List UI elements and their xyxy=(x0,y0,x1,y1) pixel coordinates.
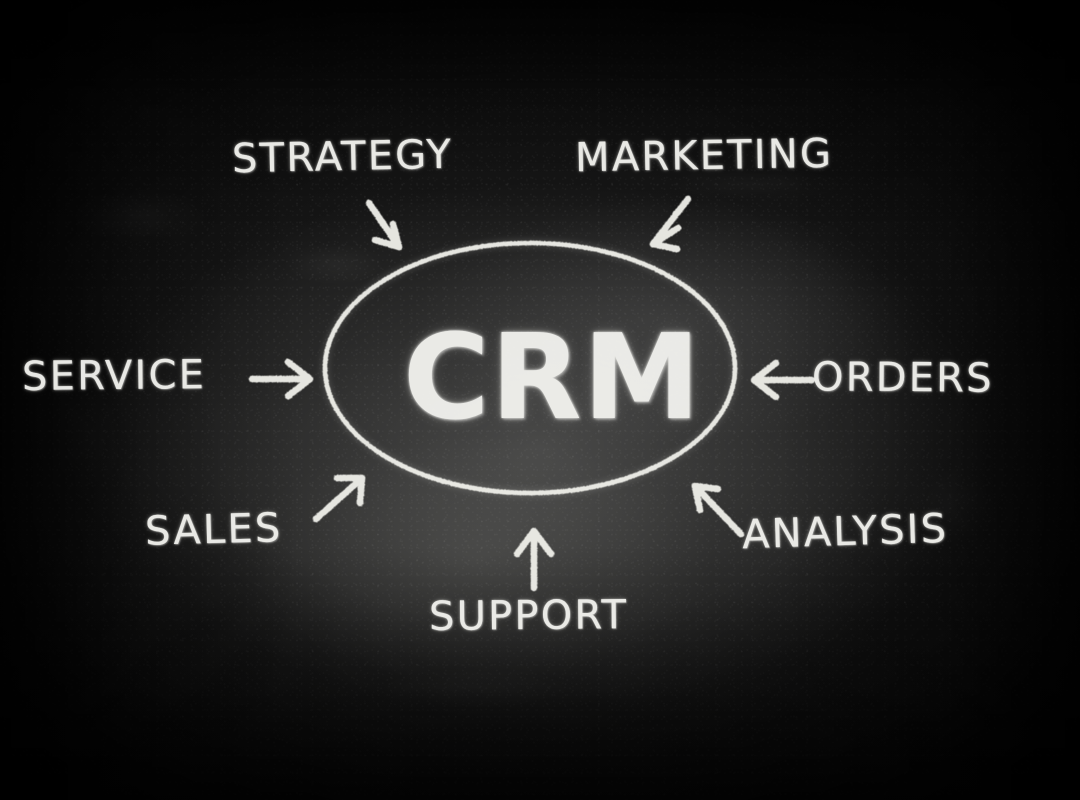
arrow-orders xyxy=(750,359,816,401)
center-ellipse xyxy=(322,240,738,496)
arrow-sales xyxy=(312,474,366,523)
arrow-marketing xyxy=(649,195,692,253)
node-label-sales: SALES xyxy=(144,505,284,555)
node-label-support: SUPPORT xyxy=(428,592,629,640)
arrow-strategy xyxy=(365,199,403,251)
arrow-analysis xyxy=(691,482,745,538)
arrow-support xyxy=(513,527,555,592)
node-label-service: SERVICE xyxy=(21,352,207,400)
node-label-marketing: MARKETING xyxy=(574,130,834,182)
node-label-strategy: STRATEGY xyxy=(231,131,454,183)
node-label-analysis: ANALYSIS xyxy=(741,505,949,559)
arrow-service xyxy=(248,358,314,400)
center-label-crm: CRM xyxy=(403,308,702,446)
node-label-orders: ORDERS xyxy=(811,354,994,402)
